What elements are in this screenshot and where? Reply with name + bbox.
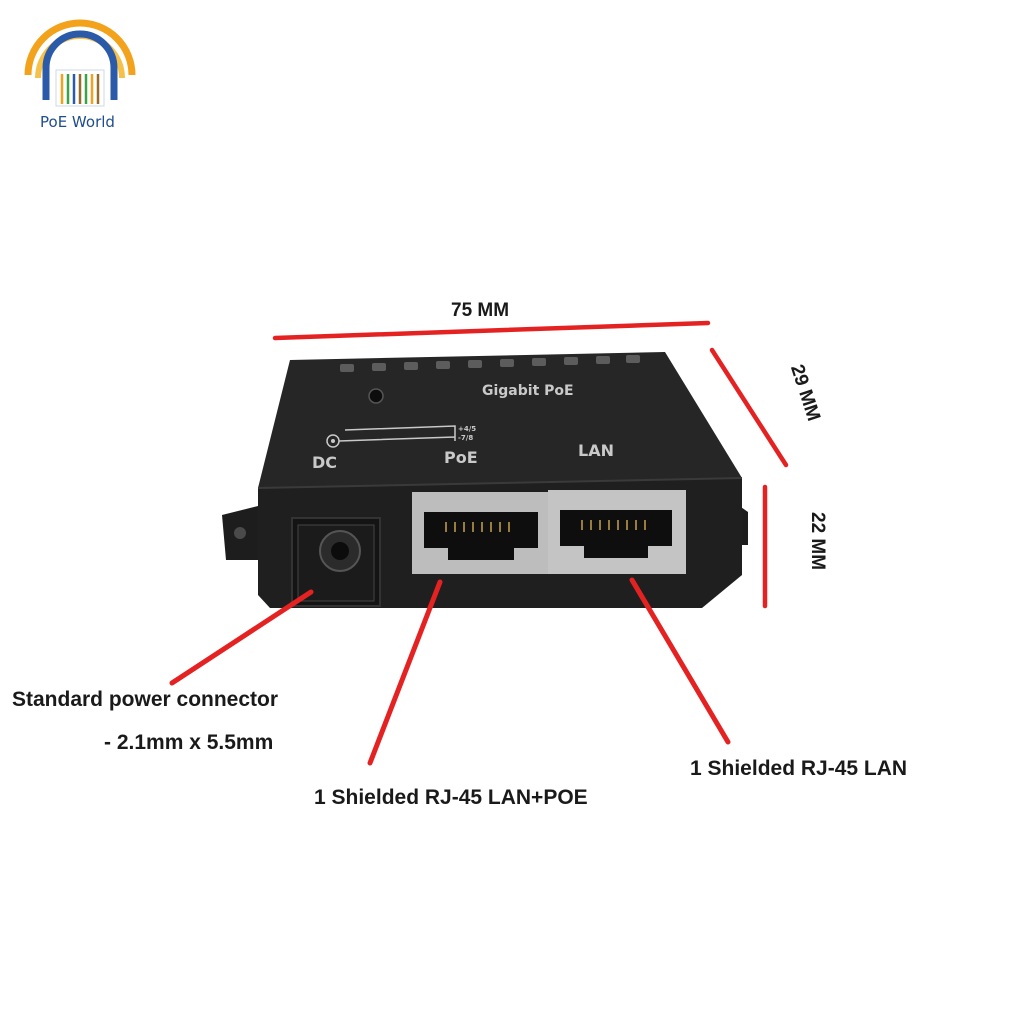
device-top-label: Gigabit PoE xyxy=(482,383,574,399)
lan-port-callout-label: 1 Shielded RJ-45 LAN xyxy=(690,757,908,780)
rj45-lan-port xyxy=(560,510,672,558)
power-connector-label: Standard power connector xyxy=(12,688,279,711)
led-indicator xyxy=(368,388,384,404)
dc-port-label: DC xyxy=(312,453,337,472)
poe-port-callout-label: 1 Shielded RJ-45 LAN+POE xyxy=(314,786,588,809)
power-callout-line xyxy=(169,589,314,686)
poe-port-label: PoE xyxy=(444,448,478,467)
poe-callout-line xyxy=(367,579,443,766)
width-dimension-label: 75 MM xyxy=(451,300,510,321)
width-dimension-line xyxy=(272,320,711,341)
poe-world-logo-icon xyxy=(24,19,136,107)
lan-callout-line xyxy=(629,577,731,745)
pin-label-bottom: -7/8 xyxy=(458,434,473,442)
pin-label-top: +4/5 xyxy=(458,425,476,433)
depth-dimension-line xyxy=(709,347,789,468)
height-dimension-label: 22 MM xyxy=(807,512,828,571)
vent-slots xyxy=(340,355,640,372)
logo-text: PoE World xyxy=(40,113,115,131)
power-connector-size-label: - 2.1mm x 5.5mm xyxy=(104,731,274,754)
dimension-lines xyxy=(272,320,789,609)
lan-port-label: LAN xyxy=(578,441,614,460)
callout-lines xyxy=(169,577,731,766)
device-top-face xyxy=(258,352,742,488)
